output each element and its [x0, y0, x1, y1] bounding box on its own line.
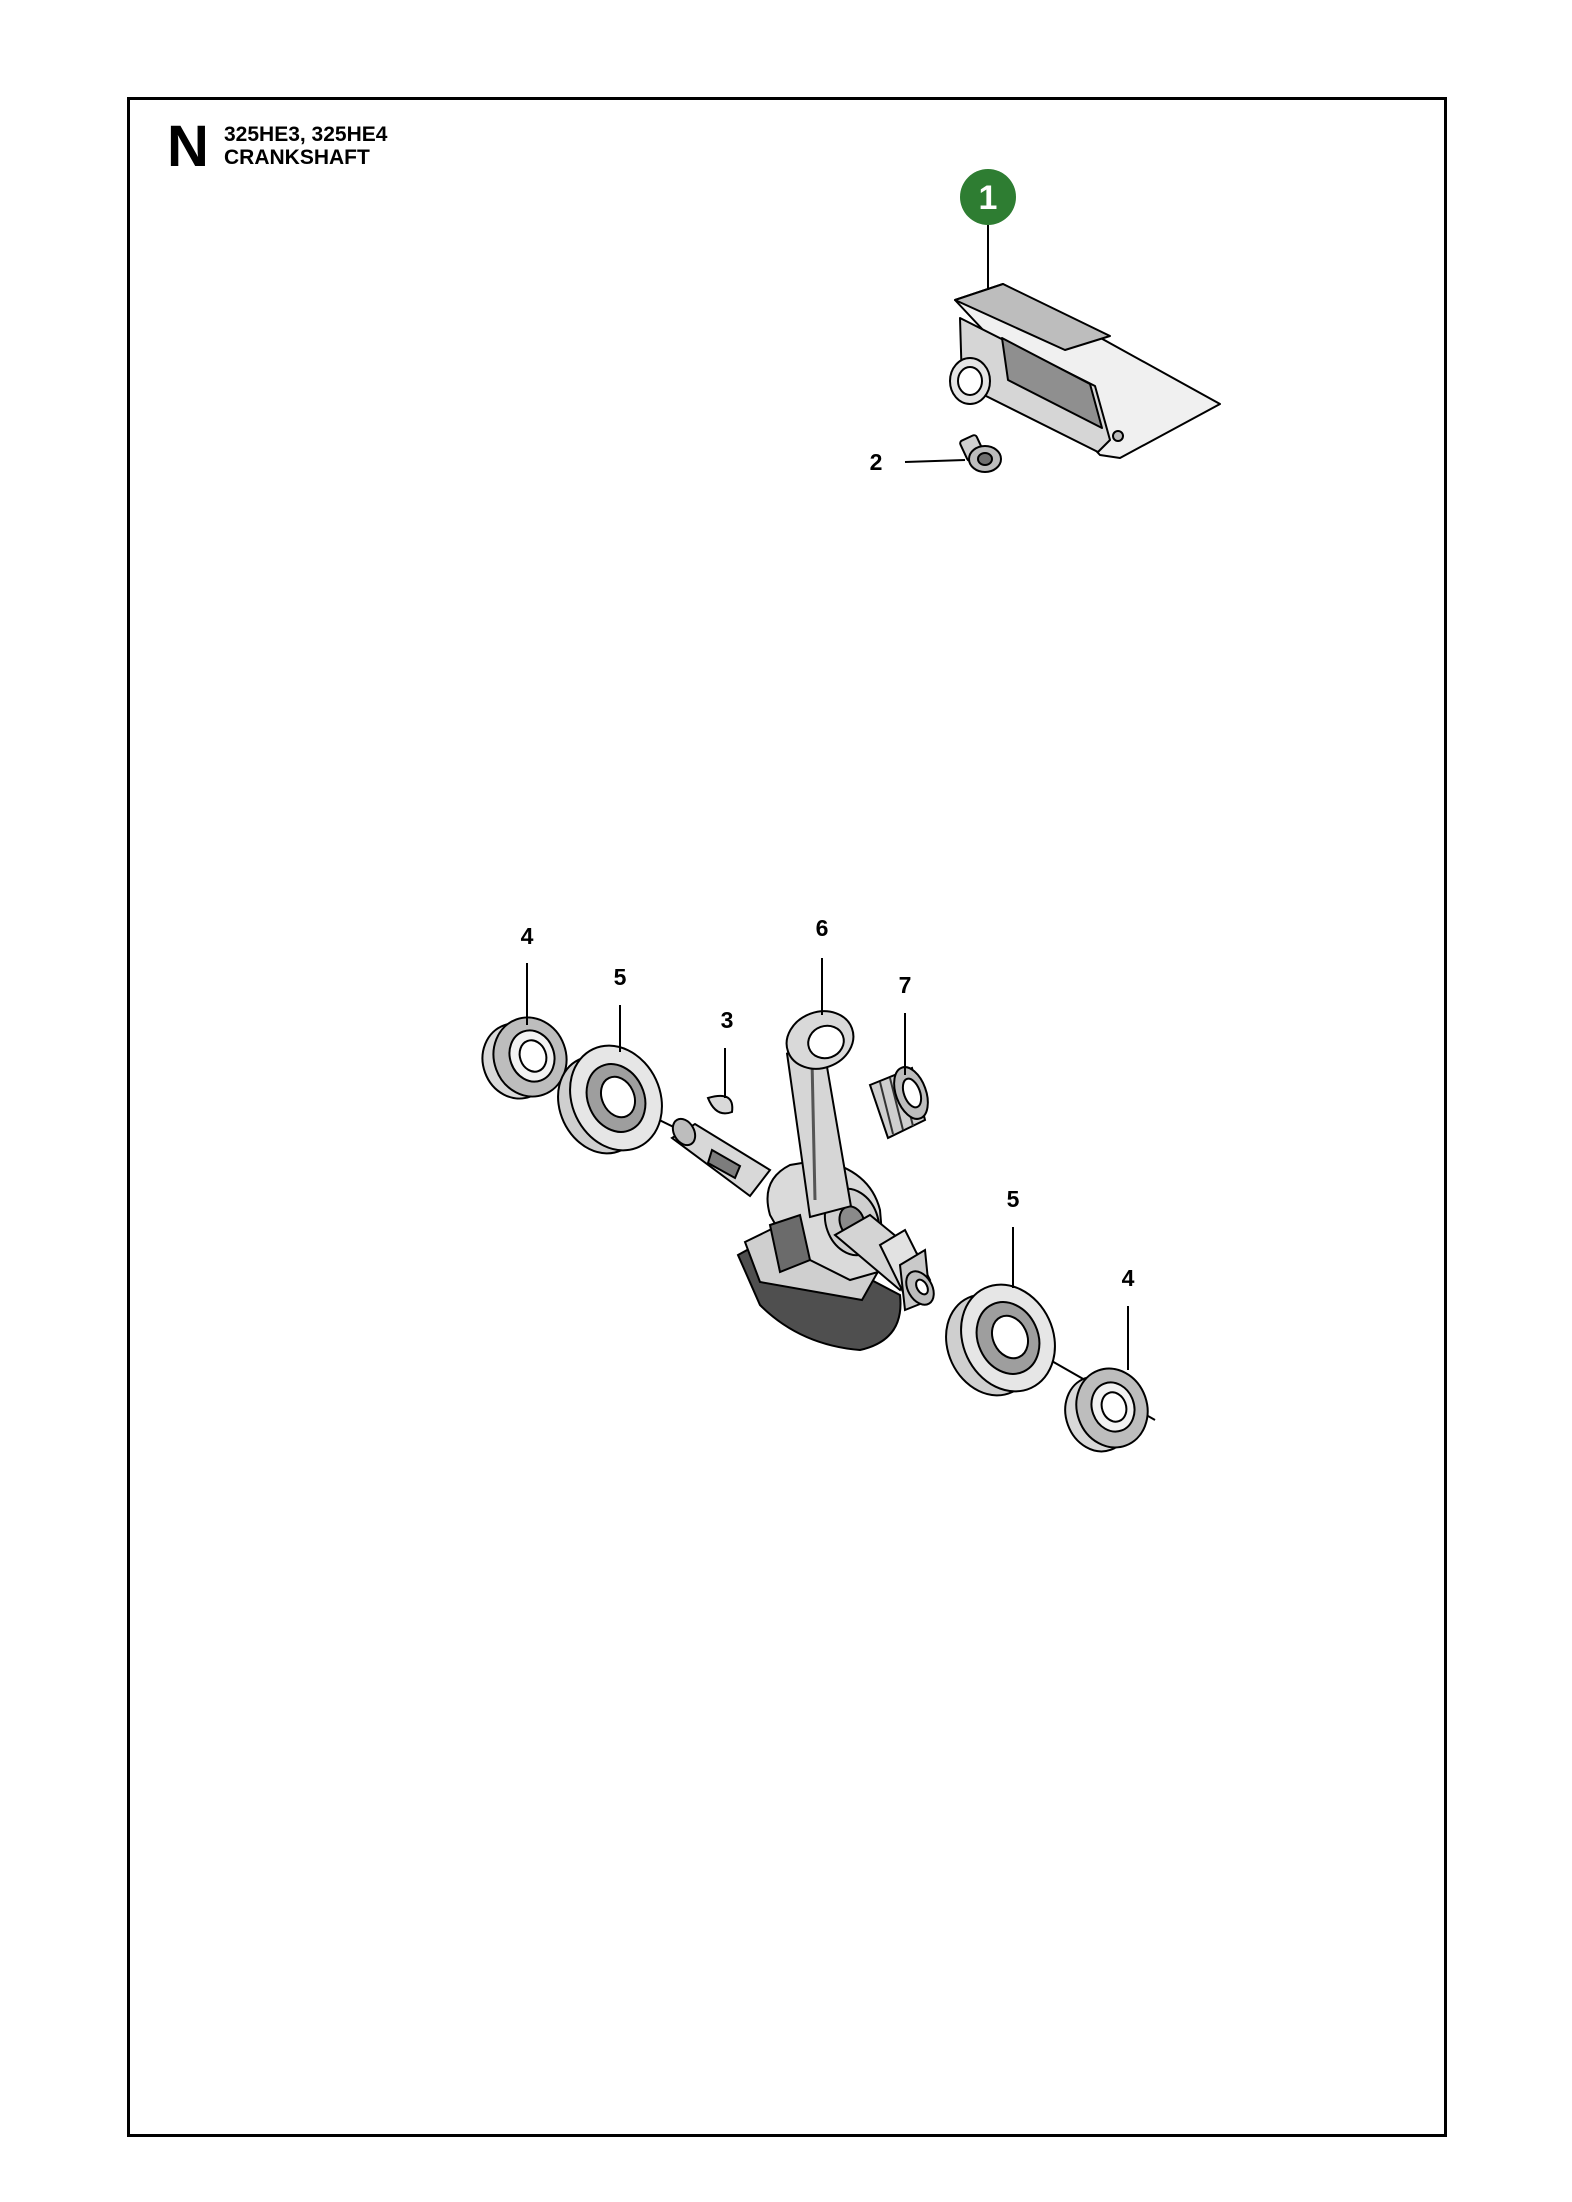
callout-7: 7: [899, 972, 912, 998]
part-key: [706, 1094, 734, 1115]
crankshaft-left-stub: [670, 1117, 772, 1198]
callout-4-right: 4: [1122, 1265, 1135, 1291]
callout-1: 1: [979, 179, 998, 217]
leader-lines: [526, 225, 1129, 1370]
part-screw: [959, 434, 1002, 473]
callout-2: 2: [870, 449, 883, 475]
section-letter: N: [167, 114, 209, 179]
page-title: CRANKSHAFT: [224, 146, 370, 169]
part-cover-bracket: [949, 283, 1221, 459]
callout-5-left: 5: [614, 964, 627, 990]
part-connecting-rod: [785, 1010, 855, 1219]
callout-3: 3: [721, 1007, 734, 1033]
part-seal-left: [481, 1016, 568, 1100]
callout-6: 6: [816, 915, 829, 941]
crankshaft-right-shaft: [833, 1213, 935, 1312]
callout-1-badge: [960, 169, 1016, 225]
callout-4-left: 4: [521, 923, 534, 949]
model-numbers: 325HE3, 325HE4: [224, 123, 388, 146]
part-bearing-left: [557, 1044, 663, 1155]
part-bearing-right: [945, 1283, 1056, 1397]
part-needle-bearing: [868, 1066, 929, 1140]
part-seal-right: [1064, 1367, 1149, 1453]
page-frame: [127, 97, 1447, 2137]
callout-5-right: 5: [1007, 1186, 1020, 1212]
